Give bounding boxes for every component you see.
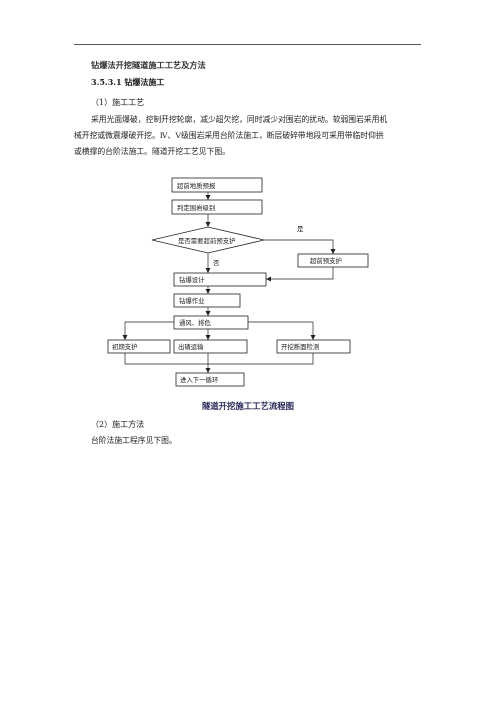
flow-node-rock-grade-label: 判定围岩级别 xyxy=(177,203,215,212)
flow-arrow-to-initial-support xyxy=(122,321,174,340)
flow-node-section-inspection-label: 开挖断面检测 xyxy=(281,342,319,351)
flow-node-muck-transport: 出碴运输 xyxy=(173,339,248,354)
flow-yes-label: 是 xyxy=(297,225,304,233)
flow-node-next-cycle: 进入下一循环 xyxy=(175,372,245,387)
flow-arrow-to-inspection xyxy=(248,321,316,340)
flow-node-ventilation-label: 通风、排危 xyxy=(179,318,212,327)
flow-arrow-pre-support-return xyxy=(266,267,334,282)
flow-node-pre-support: 超前预支护 xyxy=(297,253,369,268)
paragraph-method: 台阶法施工程序见下图。 xyxy=(91,436,177,445)
flow-decision-label: 是否需要超前预支护 xyxy=(178,236,236,245)
flow-node-section-inspection: 开挖断面检测 xyxy=(276,339,351,354)
flow-merge-line xyxy=(124,353,314,365)
paragraph-line-3: 或横撑的台阶法施工。隧道开挖工艺见下图。 xyxy=(74,147,230,156)
header-rule xyxy=(74,44,421,45)
flow-node-blast-operation-label: 钻爆作业 xyxy=(179,296,205,305)
section-heading: 3.5.3.1 钻爆法施工 xyxy=(91,77,165,87)
flow-node-geological-forecast-label: 超前地质预报 xyxy=(177,181,216,190)
flow-node-muck-transport-label: 出碴运输 xyxy=(178,342,204,351)
document-title: 钻爆法开挖隧道施工工艺及方法 xyxy=(91,60,206,70)
flow-node-ventilation: 通风、排危 xyxy=(173,315,249,330)
flow-node-geological-forecast: 超前地质预报 xyxy=(171,177,263,193)
paragraph-line-2: 械开挖或微震爆破开挖。Ⅳ、Ⅴ级围岩采用台阶法施工，断层破碎带地段可采用带临时仰拱 xyxy=(74,131,384,140)
flow-node-blast-design: 钻爆设计 xyxy=(173,272,267,287)
flow-node-initial-support-label: 初期支护 xyxy=(112,342,138,351)
flow-no-label: 否 xyxy=(213,259,220,267)
paragraph-line-1: 采用光面爆破，控制开挖轮廓，减少超欠挖，同时减少对围岩的扰动。软弱围岩采用机 xyxy=(91,115,388,124)
flow-arrow-yes xyxy=(264,239,336,254)
flow-decision-pre-support: 是否需要超前预支护 xyxy=(151,226,265,254)
flow-node-pre-support-label: 超前预支护 xyxy=(310,256,342,265)
flow-node-rock-grade: 判定围岩级别 xyxy=(171,199,263,215)
subheading-process: （1）施工工艺 xyxy=(91,98,145,107)
flow-node-blast-design-label: 钻爆设计 xyxy=(179,275,205,284)
figure-caption: 隧道开挖施工工艺流程图 xyxy=(201,401,295,411)
flow-node-next-cycle-label: 进入下一循环 xyxy=(180,375,219,384)
subheading-method: （2）施工方法 xyxy=(91,420,145,429)
flow-node-blast-operation: 钻爆作业 xyxy=(173,293,241,308)
flow-node-initial-support: 初期支护 xyxy=(107,339,171,354)
